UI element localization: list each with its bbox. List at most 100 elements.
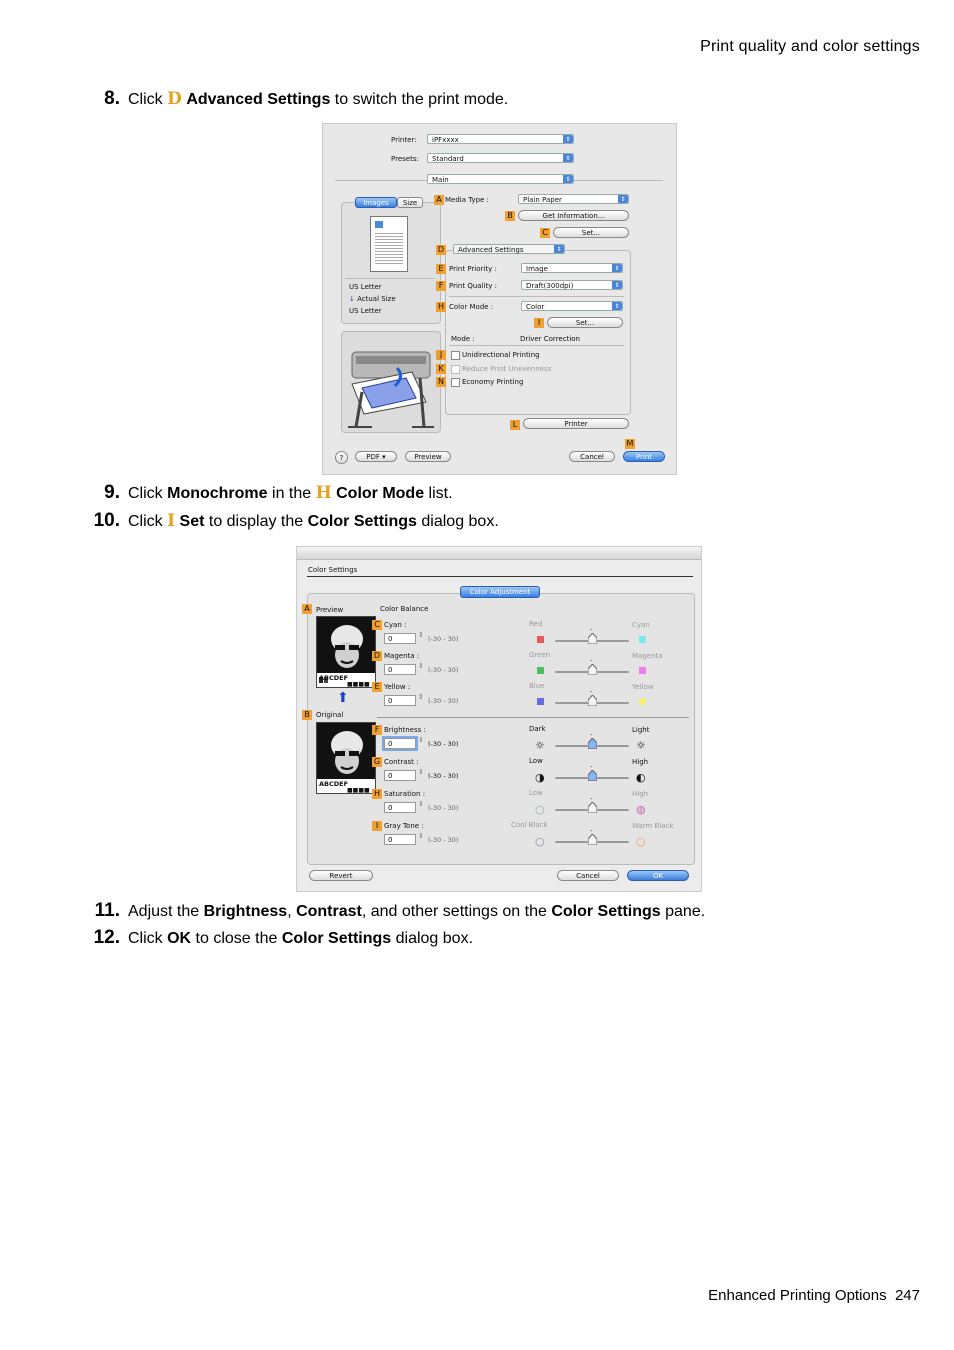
slider-right-label: Magenta	[632, 652, 663, 660]
portrait-image	[317, 723, 375, 779]
adjustment-input[interactable]: 0	[384, 738, 416, 749]
slider-knob[interactable]	[587, 833, 598, 846]
callout-h: H	[436, 302, 446, 312]
center-tick: -	[590, 657, 593, 664]
step-bold: Color Settings	[307, 513, 417, 530]
actual-size-label: ↓ Actual Size	[349, 295, 396, 303]
slider-left-label: Low	[529, 789, 543, 797]
reduce-unevenness-checkbox[interactable]	[451, 365, 460, 374]
printer-popup[interactable]: iPFxxxx⇕	[427, 134, 574, 144]
slider-right-label: Cyan	[632, 621, 650, 629]
step-text: dialog box.	[391, 930, 474, 947]
callout-a: A	[434, 195, 444, 205]
callout-letter: C	[372, 620, 382, 630]
print-priority-label: Print Priority :	[449, 265, 497, 273]
slider-knob[interactable]	[587, 801, 598, 814]
print-quality-popup[interactable]: Draft(300dpi)⇕	[521, 280, 623, 290]
step-bold: Set	[179, 513, 205, 530]
center-tick: -	[590, 763, 593, 770]
adjustment-input[interactable]: 0	[384, 664, 416, 675]
tab-images[interactable]: Images	[355, 197, 397, 208]
center-tick: -	[590, 795, 593, 802]
adjustment-input[interactable]: 0	[384, 695, 416, 706]
title-bar	[297, 547, 701, 560]
callout-letter: D	[372, 651, 382, 661]
stepper-icon[interactable]: ⇕	[418, 631, 424, 639]
stepper-icon[interactable]: ⇕	[418, 832, 424, 840]
step-bold: Color Settings	[281, 930, 392, 947]
output-size-label: US Letter	[349, 307, 382, 315]
cancel-button[interactable]: Cancel	[569, 451, 615, 462]
stepper-icon[interactable]: ⇕	[418, 693, 424, 701]
print-button[interactable]: Print	[623, 451, 665, 462]
unidirectional-checkbox[interactable]	[451, 351, 460, 360]
slider-right-label: Yellow	[632, 683, 654, 691]
adjustment-input[interactable]: 0	[384, 633, 416, 644]
adjustment-input[interactable]: 0	[384, 834, 416, 845]
slider-right-label: Warm Black	[632, 822, 674, 830]
cancel-button[interactable]: Cancel	[557, 870, 619, 881]
range-hint: (-30 - 30)	[428, 836, 459, 844]
printer-label: Printer:	[391, 136, 417, 144]
slider-knob[interactable]	[587, 694, 598, 707]
range-hint: (-30 - 30)	[428, 666, 459, 674]
economy-checkbox[interactable]	[451, 378, 460, 387]
presets-label: Presets:	[391, 155, 419, 163]
stepper-icon[interactable]: ⇕	[418, 768, 424, 776]
tone-low-icon: ○	[535, 835, 545, 848]
media-type-popup[interactable]: Plain Paper⇕	[518, 194, 629, 204]
slider-knob[interactable]	[587, 769, 598, 782]
color-mode-popup[interactable]: Color⇕	[521, 301, 623, 311]
ok-button[interactable]: OK	[627, 870, 689, 881]
popup-arrow-icon: ⇕	[612, 264, 622, 272]
step-text: dialog box.	[416, 513, 499, 530]
step-number: 8.	[104, 88, 120, 109]
callout-b: B	[505, 211, 515, 221]
get-information-button[interactable]: Get Information...	[518, 210, 629, 221]
set-button-c[interactable]: Set...	[553, 227, 629, 238]
color-swatch-icon	[537, 636, 544, 643]
adjustment-label: Brightness :	[384, 726, 426, 734]
slider-left-label: Low	[529, 757, 543, 765]
paper-size-label: US Letter	[349, 283, 382, 291]
adjustment-label: Cyan :	[384, 621, 407, 629]
thumbnail-image	[375, 221, 383, 228]
preview-button[interactable]: Preview	[405, 451, 451, 462]
help-button[interactable]: ?	[335, 451, 348, 464]
tab-size[interactable]: Size	[397, 197, 423, 208]
media-type-label: Media Type :	[445, 196, 489, 204]
step-text: in the	[267, 485, 316, 502]
slider-knob[interactable]	[587, 632, 598, 645]
revert-button[interactable]: Revert	[309, 870, 373, 881]
presets-popup[interactable]: Standard⇕	[427, 153, 574, 163]
slider-knob[interactable]	[587, 737, 598, 750]
slider-knob[interactable]	[587, 663, 598, 676]
sun-high-icon: ☼	[636, 739, 646, 752]
stepper-icon[interactable]: ⇕	[418, 662, 424, 670]
page-number: 247	[894, 1287, 920, 1304]
print-priority-popup[interactable]: Image⇕	[521, 263, 623, 273]
step-number: 12.	[93, 927, 120, 948]
printer-button[interactable]: Printer	[523, 418, 629, 429]
callout-j: J	[436, 350, 446, 360]
tab-color-adjustment[interactable]: Color Adjustment	[460, 586, 540, 598]
advanced-settings-popup[interactable]: Advanced Settings⇕	[453, 244, 565, 254]
adjustment-input[interactable]: 0	[384, 802, 416, 813]
step-text: Click	[128, 485, 168, 502]
sat-high-icon: ◍	[636, 803, 646, 816]
slider-left-label: Blue	[529, 682, 545, 690]
step-12: 12.Click OK to close the Color Settings …	[80, 927, 473, 949]
title-rule	[307, 576, 693, 577]
pdf-button[interactable]: PDF ▾	[355, 451, 397, 462]
print-dialog-screenshot: Printer: iPFxxxx⇕ Presets: Standard⇕ Mai…	[322, 123, 677, 475]
adjustment-input[interactable]: 0	[384, 770, 416, 781]
callout-m: M	[625, 439, 635, 449]
panel-popup[interactable]: Main⇕	[427, 174, 574, 184]
print-quality-value: Draft(300dpi)	[526, 282, 574, 290]
stepper-icon[interactable]: ⇕	[418, 800, 424, 808]
divider	[345, 278, 435, 279]
set-button-i[interactable]: Set...	[547, 317, 623, 328]
actual-size-text: Actual Size	[357, 295, 396, 303]
adjustment-label: Contrast :	[384, 758, 419, 766]
stepper-icon[interactable]: ⇕	[418, 736, 424, 744]
